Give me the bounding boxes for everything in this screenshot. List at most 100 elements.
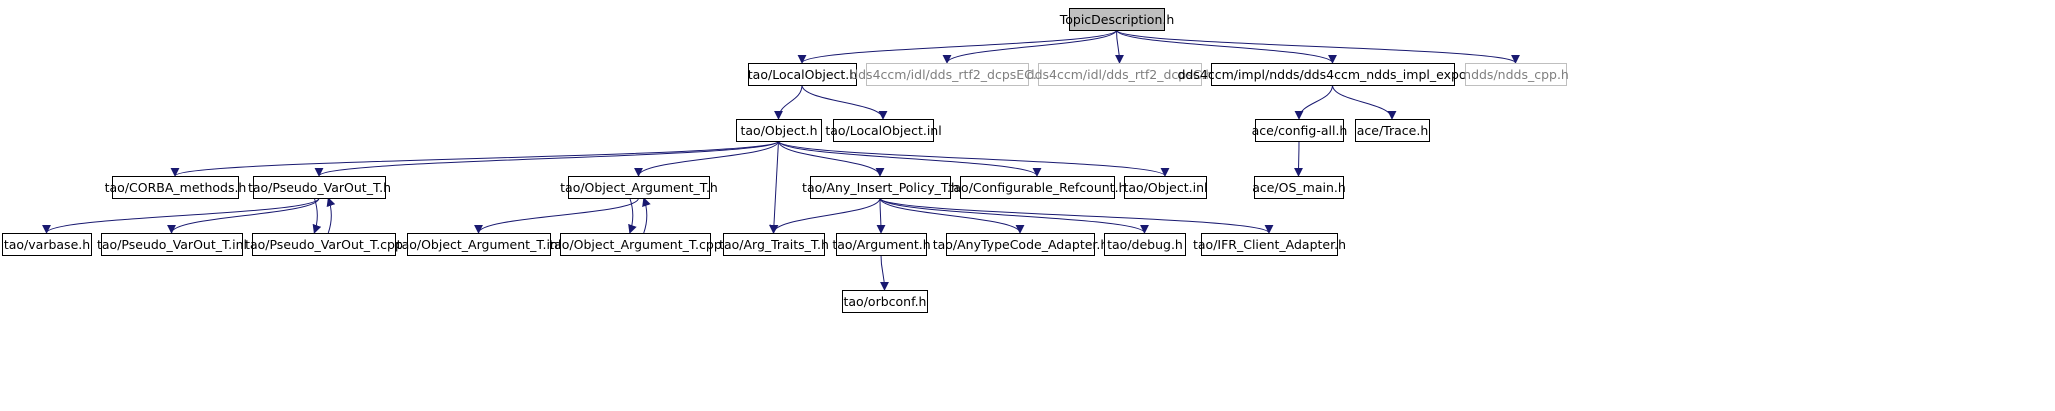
node-ndds_cpp: ndds/ndds_cpp.h	[1463, 63, 1569, 86]
node-label: ace/config-all.h	[1252, 123, 1348, 138]
edge-localobject_h-to-localobject_inl	[801, 84, 888, 120]
node-localobject_inl[interactable]: tao/LocalObject.inl	[825, 119, 942, 142]
node-label: tao/Pseudo_VarOut_T.inl	[97, 237, 247, 252]
node-dds_rtf2_ec: dds4ccm/idl/dds_rtf2_dcpsEC.h	[850, 63, 1045, 86]
node-box	[1069, 8, 1165, 31]
node-box	[112, 176, 239, 199]
node-object_argument_inl[interactable]: tao/Object_Argument_T.inl	[397, 233, 562, 256]
node-ifr_client_adapter[interactable]: tao/IFR_Client_Adapter.h	[1193, 233, 1346, 256]
node-label: tao/CORBA_methods.h	[105, 180, 247, 195]
edge-object_h-to-corba_methods	[170, 140, 779, 177]
edge-object_h-to-any_insert_policy	[778, 140, 885, 177]
node-label: ndds/ndds_cpp.h	[1463, 67, 1569, 82]
edge-ndds_impl_export-to-trace_h	[1332, 84, 1397, 120]
node-box	[101, 233, 243, 256]
node-label: tao/LocalObject.h	[748, 67, 857, 82]
node-box	[2, 233, 92, 256]
node-label: tao/debug.h	[1107, 237, 1183, 252]
node-box	[560, 233, 711, 256]
node-root[interactable]: TopicDescription.h	[1059, 8, 1175, 31]
node-object_h[interactable]: tao/Object.h	[736, 119, 822, 142]
node-orbconf[interactable]: tao/orbconf.h	[842, 290, 928, 313]
edge-root-to-dds_rtf2_c	[1114, 29, 1124, 64]
node-box	[810, 176, 951, 199]
node-box	[1255, 119, 1344, 142]
edges-layer	[42, 29, 1520, 291]
node-box	[836, 233, 927, 256]
edge-any_insert_policy-to-argument_h	[876, 197, 886, 234]
edge-object_h-to-configurable_refcount	[778, 140, 1042, 177]
node-box	[252, 233, 396, 256]
node-pseudo_varout_h[interactable]: tao/Pseudo_VarOut_T.h	[248, 176, 391, 199]
edge-config_all-to-os_main	[1294, 140, 1304, 177]
node-label: tao/Object_Argument_T.inl	[397, 237, 562, 252]
edge-ndds_impl_export-to-config_all	[1294, 84, 1333, 120]
node-box	[748, 63, 857, 86]
edge-object_h-to-pseudo_varout_h	[314, 140, 779, 177]
node-label: tao/orbconf.h	[844, 294, 927, 309]
node-box	[833, 119, 934, 142]
node-box	[407, 233, 551, 256]
node-label: tao/Object_Argument_T.h	[560, 180, 718, 195]
node-anytypecode_adapter[interactable]: tao/AnyTypeCode_Adapter.h	[933, 233, 1109, 256]
edge-localobject_h-to-object_h	[774, 84, 803, 120]
node-box	[1211, 63, 1455, 86]
edge-any_insert_policy-to-arg_traits	[769, 197, 881, 234]
node-box	[568, 176, 710, 199]
node-os_main[interactable]: ace/OS_main.h	[1252, 176, 1346, 199]
edge-root-to-ndds_impl_export	[1116, 29, 1337, 64]
node-argument_h[interactable]: tao/Argument.h	[832, 233, 931, 256]
edge-root-to-ndds_cpp	[1116, 29, 1520, 64]
node-arg_traits[interactable]: tao/Arg_Traits_T.h	[719, 233, 829, 256]
node-config_all[interactable]: ace/config-all.h	[1252, 119, 1348, 142]
edge-object_argument_cpp-to-object_argument_h	[642, 197, 651, 234]
node-object_argument_cpp[interactable]: tao/Object_Argument_T.cpp	[549, 233, 722, 256]
edge-object_h-to-object_inl	[778, 140, 1170, 177]
node-localobject_h[interactable]: tao/LocalObject.h	[748, 63, 857, 86]
edge-object_h-to-object_argument_h	[634, 140, 779, 177]
node-label: tao/Configurable_Refcount.h	[949, 180, 1127, 195]
node-box	[1465, 63, 1567, 86]
node-box	[946, 233, 1095, 256]
node-box	[1201, 233, 1338, 256]
node-box	[866, 63, 1029, 86]
node-box	[253, 176, 386, 199]
edge-any_insert_policy-to-debug_h	[879, 197, 1149, 234]
edge-root-to-localobject_h	[797, 29, 1117, 64]
node-object_argument_h[interactable]: tao/Object_Argument_T.h	[560, 176, 718, 199]
node-label: tao/LocalObject.inl	[825, 123, 941, 138]
node-label: TopicDescription.h	[1059, 12, 1175, 27]
node-corba_methods[interactable]: tao/CORBA_methods.h	[105, 176, 247, 199]
edge-object_argument_h-to-object_argument_inl	[474, 197, 639, 234]
node-label: dds4ccm/idl/dds_rtf2_dcpsC.h	[1027, 67, 1214, 82]
node-any_insert_policy[interactable]: tao/Any_Insert_Policy_T.h	[802, 176, 959, 199]
node-box	[842, 290, 928, 313]
edge-object_h-to-arg_traits	[769, 140, 779, 234]
node-debug_h[interactable]: tao/debug.h	[1104, 233, 1186, 256]
edge-pseudo_varout_cpp-to-pseudo_varout_h	[326, 197, 336, 234]
node-pseudo_varout_cpp[interactable]: tao/Pseudo_VarOut_T.cpp	[245, 233, 403, 256]
node-box	[1254, 176, 1344, 199]
node-varbase[interactable]: tao/varbase.h	[2, 233, 92, 256]
node-label: tao/Pseudo_VarOut_T.cpp	[245, 237, 403, 252]
node-label: ace/OS_main.h	[1252, 180, 1346, 195]
node-label: tao/varbase.h	[4, 237, 90, 252]
node-pseudo_varout_inl[interactable]: tao/Pseudo_VarOut_T.inl	[97, 233, 247, 256]
node-ndds_impl_export[interactable]: dds4ccm/impl/ndds/dds4ccm_ndds_impl_expo…	[1177, 63, 1489, 86]
node-label: tao/Arg_Traits_T.h	[719, 237, 829, 252]
node-trace_h[interactable]: ace/Trace.h	[1355, 119, 1430, 142]
node-label: tao/Pseudo_VarOut_T.h	[248, 180, 391, 195]
edge-pseudo_varout_h-to-varbase	[42, 197, 320, 234]
node-box	[1355, 119, 1430, 142]
node-box	[1038, 63, 1202, 86]
node-label: dds4ccm/idl/dds_rtf2_dcpsEC.h	[850, 67, 1045, 82]
node-object_inl[interactable]: tao/Object.inl	[1124, 176, 1208, 199]
node-label: tao/Object.h	[740, 123, 817, 138]
node-configurable_refcount[interactable]: tao/Configurable_Refcount.h	[949, 176, 1127, 199]
node-label: tao/Argument.h	[832, 237, 930, 252]
node-box	[960, 176, 1115, 199]
node-label: tao/IFR_Client_Adapter.h	[1193, 237, 1346, 252]
edge-argument_h-to-orbconf	[879, 254, 889, 291]
node-label: ace/Trace.h	[1357, 123, 1429, 138]
